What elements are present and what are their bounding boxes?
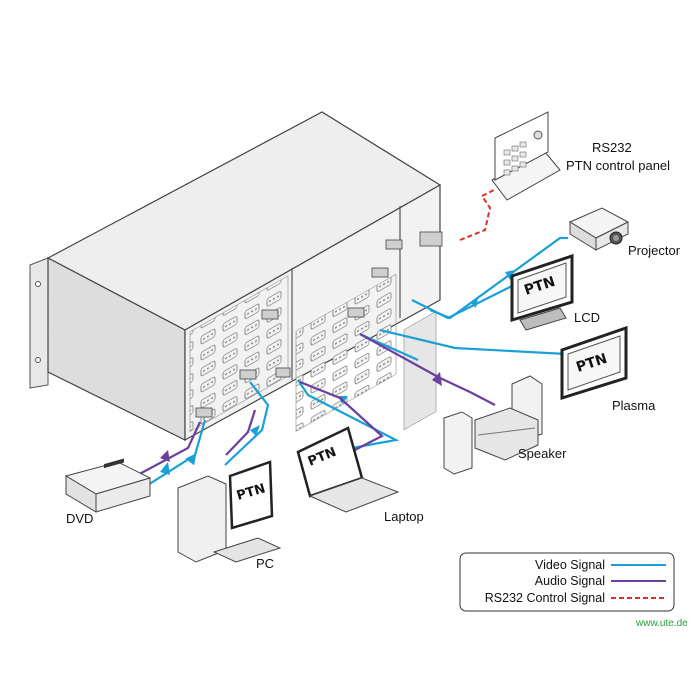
dvd-label: DVD — [66, 511, 93, 526]
dvd-player — [64, 458, 152, 513]
lcd-display: PTN — [510, 253, 574, 331]
connector-plug — [239, 369, 257, 380]
legend-box — [459, 552, 675, 612]
audio-line-pc — [225, 409, 257, 456]
video-line-lcd — [411, 285, 513, 320]
watermark: www.ute.de — [635, 618, 688, 629]
control-panel-label-line1: RS232 — [592, 140, 632, 155]
audio-signal-lines — [131, 333, 496, 479]
connector-plug — [275, 367, 291, 378]
speaker-label: Speaker — [518, 446, 567, 461]
projector-label: Projector — [628, 243, 681, 258]
laptop-computer: PTN — [296, 426, 400, 513]
video-line-pc — [224, 381, 270, 466]
rs232-control-line — [459, 189, 495, 241]
control-port-field — [403, 311, 437, 431]
audio-line-speaker — [359, 333, 496, 406]
legend-audio-label: Audio Signal — [535, 574, 605, 588]
plasma-label: Plasma — [612, 398, 656, 413]
connector-plug — [371, 267, 389, 278]
rs232-control-panel — [491, 111, 561, 201]
pc-workstation: PTN — [177, 460, 282, 563]
legend-video-label: Video Signal — [535, 558, 605, 572]
legend-rs232-label: RS232 Control Signal — [485, 591, 605, 605]
connector-plug — [385, 239, 403, 250]
video-line-dvd — [139, 419, 207, 491]
video-line-plasma — [379, 328, 567, 356]
connector-plug — [419, 231, 443, 247]
connector-plug — [347, 307, 365, 318]
audio-line-dvd — [131, 421, 201, 479]
control-panel-label-line2: PTN control panel — [566, 158, 670, 173]
signal-legend: Video Signal Audio Signal RS232 Control … — [459, 552, 675, 612]
connector-plug — [261, 309, 279, 320]
laptop-label: Laptop — [384, 509, 424, 524]
left-rack-ear — [29, 257, 49, 389]
speaker-system — [443, 375, 543, 475]
matrix-switcher-chassis — [29, 111, 443, 442]
lcd-label: LCD — [574, 310, 600, 325]
plasma-display: PTN — [560, 325, 628, 401]
projector-device — [568, 207, 630, 251]
pc-label: PC — [256, 556, 274, 571]
connector-plug — [195, 407, 213, 418]
